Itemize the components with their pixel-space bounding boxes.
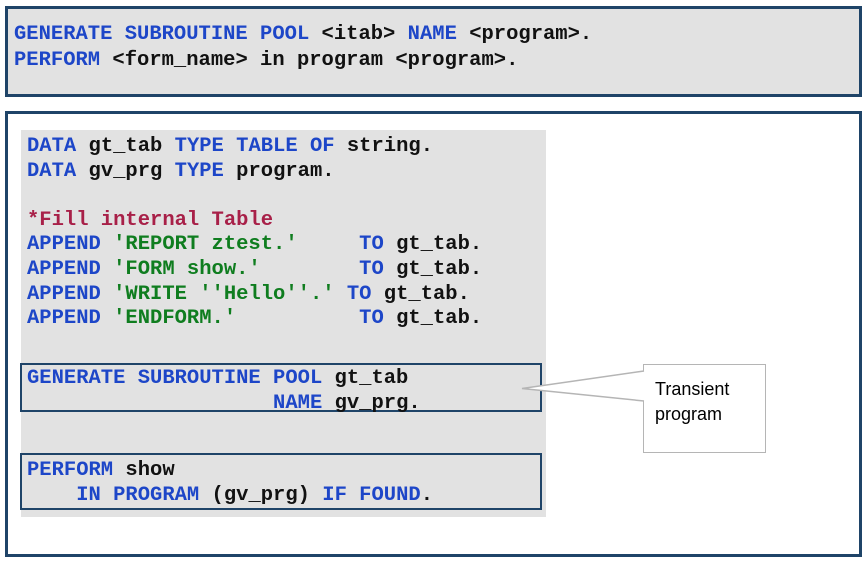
perform-statement-code: PERFORM show IN PROGRAM (gv_prg) IF FOUN… — [27, 459, 434, 507]
callout-box: Transient program — [643, 364, 766, 453]
syntax-summary-box: GENERATE SUBROUTINE POOL <itab> NAME <pr… — [5, 6, 862, 97]
callout-label: Transient program — [655, 379, 730, 424]
syntax-summary-code: GENERATE SUBROUTINE POOL <itab> NAME <pr… — [14, 23, 593, 72]
generate-statement-box: GENERATE SUBROUTINE POOL gt_tab NAME gv_… — [20, 363, 542, 415]
generate-statement-code: GENERATE SUBROUTINE POOL gt_tab NAME gv_… — [27, 367, 421, 415]
code-panel: DATA gt_tab TYPE TABLE OF string.DATA gv… — [21, 130, 546, 517]
code-panel-code: DATA gt_tab TYPE TABLE OF string.DATA gv… — [27, 135, 483, 331]
perform-statement-box: PERFORM show IN PROGRAM (gv_prg) IF FOUN… — [20, 453, 542, 510]
